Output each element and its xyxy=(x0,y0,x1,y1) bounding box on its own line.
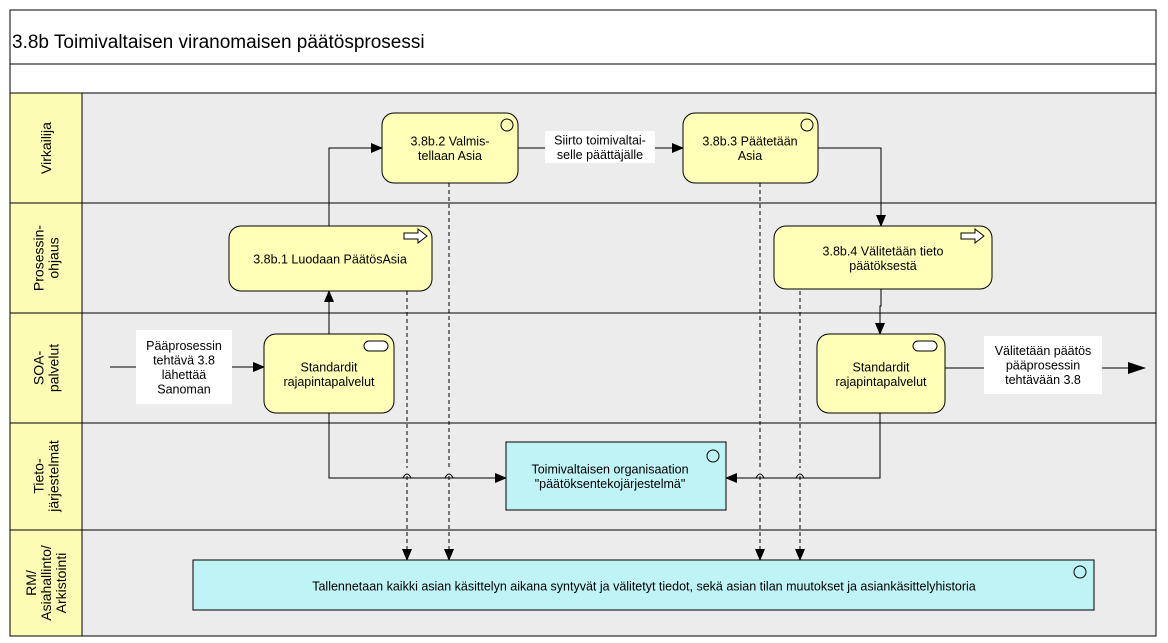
hop-3 xyxy=(755,473,765,479)
lane-label-soa: SOA-palvelut xyxy=(31,344,62,392)
lane-label-prosessinohjaus: Prosessin-ohjaus xyxy=(31,225,62,291)
boxes xyxy=(192,112,1095,611)
lane-label-virkailija: Virkailija xyxy=(38,122,54,174)
flow-luodaan-to-valmistellaan xyxy=(328,143,383,226)
header-spacer xyxy=(9,63,1157,94)
lane-label-virkailija xyxy=(9,92,83,204)
title-bar xyxy=(9,9,1157,65)
box-organisaatio[interactable] xyxy=(505,441,727,511)
event-circle-icon xyxy=(800,118,814,132)
box-std-right[interactable] xyxy=(816,333,946,414)
paaprosessi-label-bg xyxy=(136,330,232,404)
box-tallennetaan[interactable] xyxy=(192,559,1095,611)
lane-label-tieto: Tieto-järjestelmät xyxy=(31,440,62,513)
system-circle-icon xyxy=(1073,565,1087,579)
boxes-organisaatio-label: Toimivaltaisen organisaation"päätöksente… xyxy=(531,462,688,491)
annotations-siirto-label: Siirto toimivaltai-selle päättäjälle xyxy=(554,133,646,162)
flow-paatetaan-to-valitetaan xyxy=(818,147,886,227)
box-std-left[interactable] xyxy=(263,333,395,414)
hop-1 xyxy=(402,473,412,479)
hop-4 xyxy=(795,473,805,479)
service-pill-icon xyxy=(363,340,389,352)
process-arrow-icon xyxy=(960,227,985,245)
event-circle-icon xyxy=(500,118,514,132)
boxes-valmistellaan-label: 3.8b.2 Valmis-tellaan Asia xyxy=(411,134,490,163)
siirto-label-bg xyxy=(545,131,655,163)
system-circle-icon xyxy=(706,449,720,463)
lane-label-rm: RM/Asiahallinto/Arkistointi xyxy=(23,545,69,621)
lane-label-prosessinohjaus xyxy=(9,202,83,314)
page-title: 3.8b Toimivaltaisen viranomaisen päätösp… xyxy=(12,32,425,53)
box-luodaan[interactable] xyxy=(228,225,433,292)
flow-valitetaan-to-std-right xyxy=(875,289,885,335)
diagram-texts: 3.8b.2 Valmis-tellaan Asia 3.8b.3 Päätetä… xyxy=(146,133,1091,593)
box-valitetaan[interactable] xyxy=(773,225,993,290)
link-std-right-org xyxy=(725,402,885,483)
valitetaan-out-label-bg xyxy=(984,336,1102,394)
box-paatetaan[interactable] xyxy=(682,112,819,184)
boxes-tallennetaan-label: Tallennetaan kaikki asian käsittelyn aik… xyxy=(312,580,976,594)
hop-2 xyxy=(444,473,454,479)
process-arrow-icon xyxy=(403,227,428,245)
lanes xyxy=(9,92,1157,637)
box-valmistellaan[interactable] xyxy=(381,112,519,184)
boxes-luodaan-label: 3.8b.1 Luodaan PäätösAsia xyxy=(253,253,407,267)
service-pill-icon xyxy=(912,340,938,352)
lane-labels: VirkailijaProsessin-ohjausSOA-palvelutTi… xyxy=(23,122,69,621)
link-std-left-org xyxy=(324,402,507,483)
